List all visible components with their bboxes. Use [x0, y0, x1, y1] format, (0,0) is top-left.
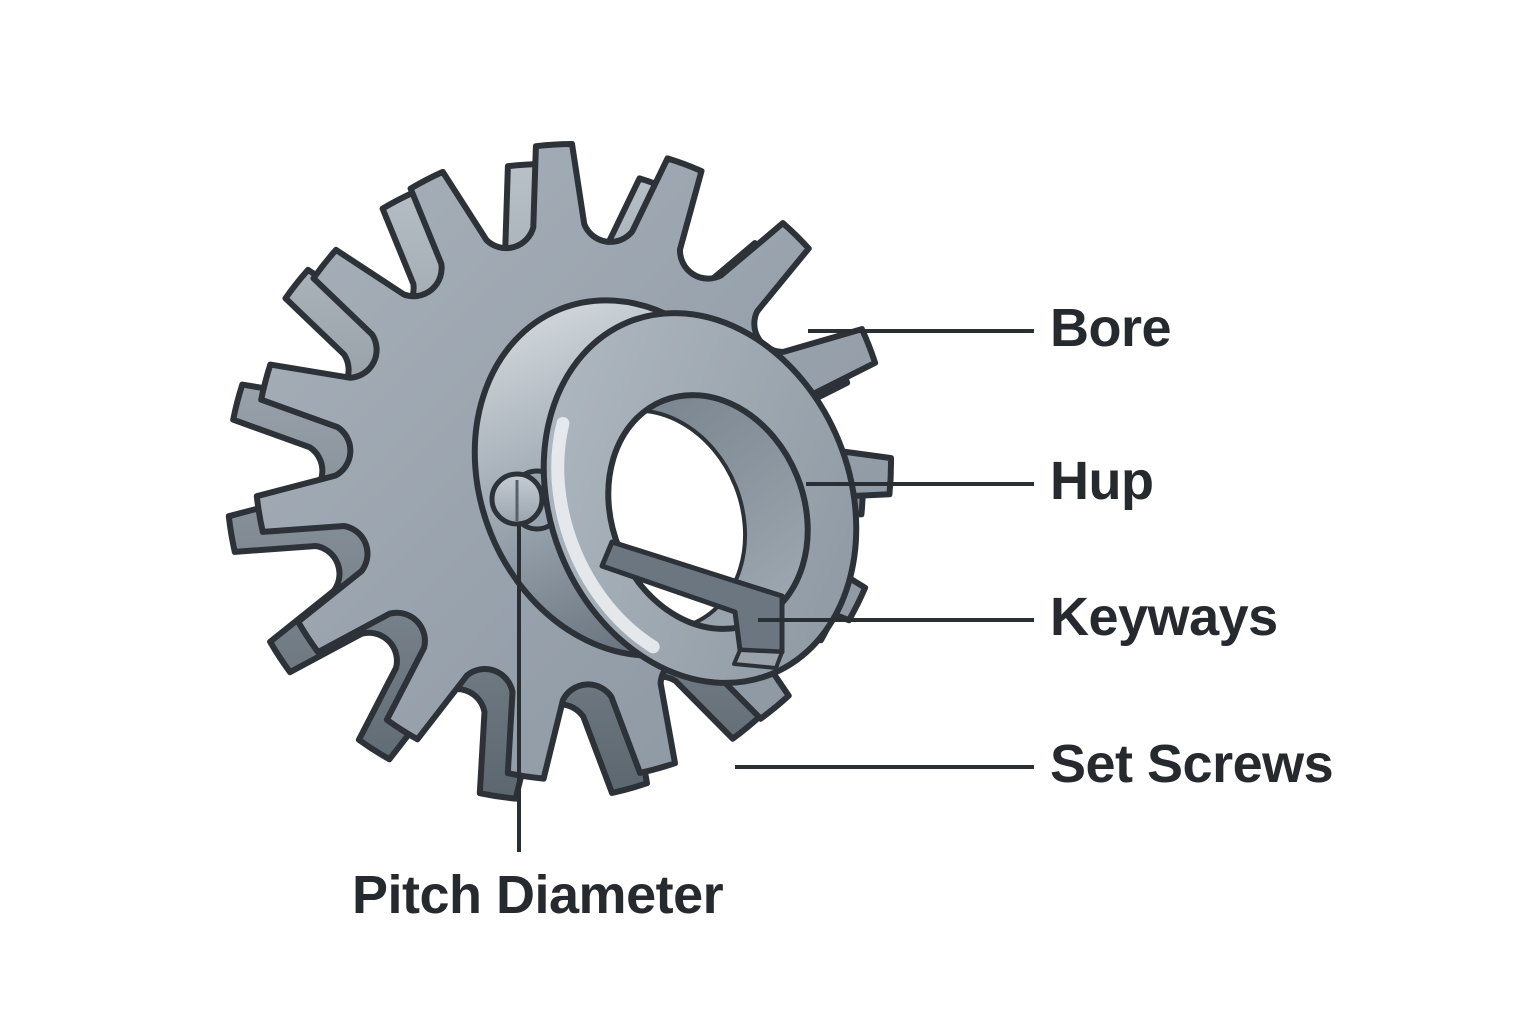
label-set-screws: Set Screws	[1050, 734, 1334, 794]
label-hub: Hup	[1050, 451, 1154, 511]
hub-highlight	[551, 320, 849, 676]
label-bore: Bore	[1050, 298, 1172, 358]
label-pitch-diameter: Pitch Diameter	[352, 865, 724, 925]
keyway-floor	[732, 648, 784, 670]
label-keyways: Keyways	[1050, 587, 1278, 647]
